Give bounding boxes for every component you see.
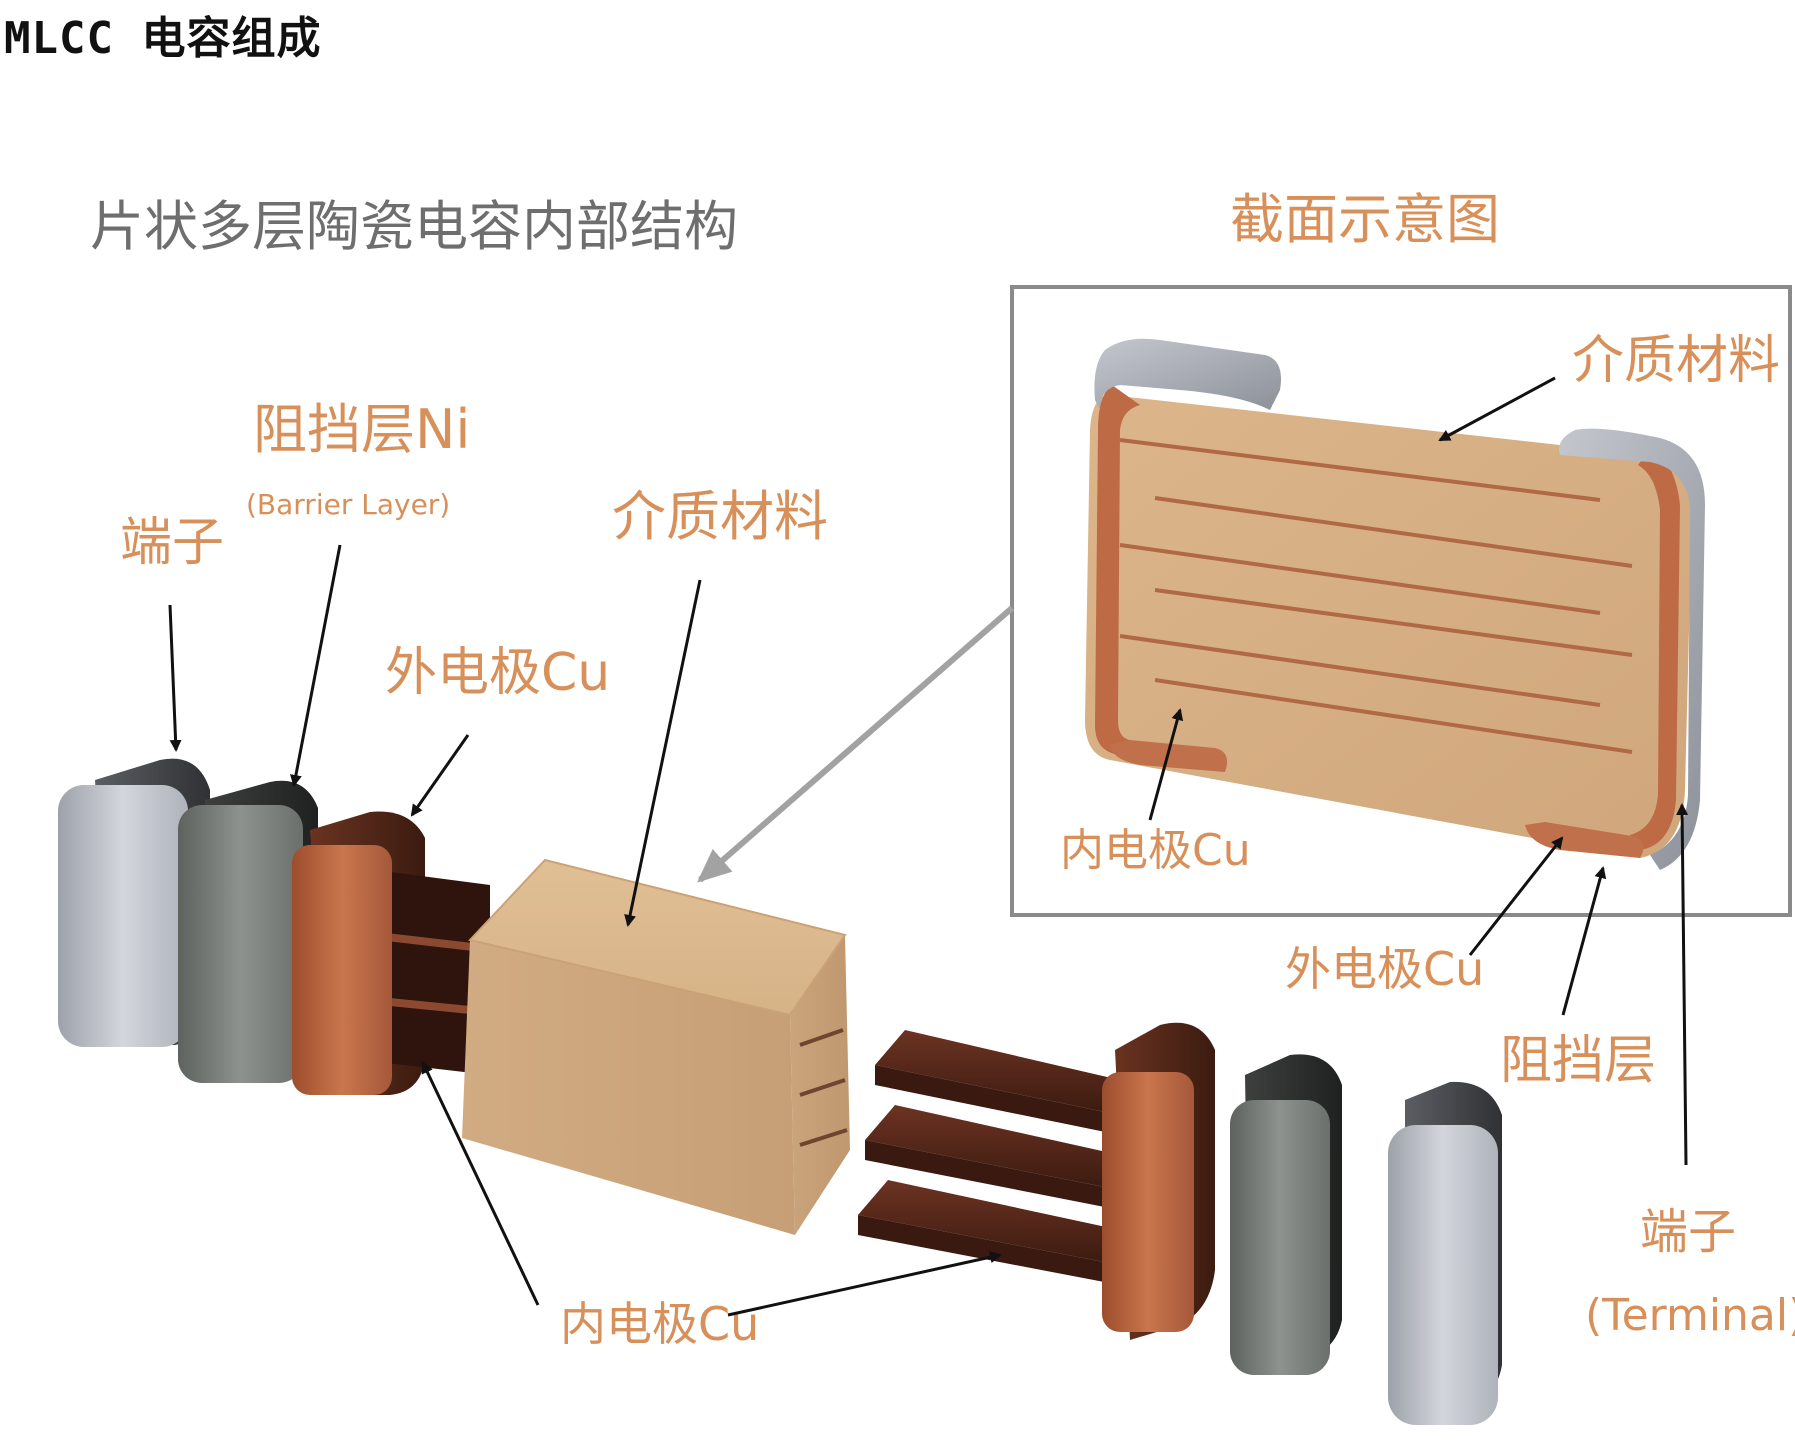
label-barrier-left-en: (Barrier Layer) [246, 488, 450, 521]
arrow-terminal-right [1676, 803, 1689, 1166]
label-inset-dielectric: 介质材料 [1572, 331, 1780, 391]
inset-cross-section [1085, 338, 1705, 870]
arrow-barrier-left [289, 544, 342, 787]
label-inset-barrier: 阻挡层 [1500, 1031, 1656, 1091]
arrow-inset-external [1468, 836, 1564, 956]
label-inset-external: 外电极Cu [1285, 942, 1484, 996]
left-barrier-layer [178, 780, 318, 1083]
right-copper-electrode [1102, 1022, 1215, 1340]
right-internal-plates [858, 1030, 1120, 1285]
arrow-dielectric-main [624, 579, 702, 927]
arrow-internal-bottom-left [421, 1061, 540, 1306]
ceramic-dielectric-block [462, 858, 850, 1235]
main-heading: 片状多层陶瓷电容内部结构 [90, 195, 738, 258]
label-dielectric-main: 介质材料 [612, 485, 828, 548]
arrow-external-left [410, 734, 470, 817]
label-barrier-left-cn: 阻挡层Ni [253, 398, 470, 461]
inset-pointer-arrow [696, 605, 1014, 883]
pointer-arrows [168, 376, 1689, 1317]
right-barrier-layer [1230, 1054, 1342, 1375]
arrow-inset-dielectric [1438, 376, 1556, 442]
right-terminal [1388, 1081, 1502, 1425]
label-internal-bottom: 内电极Cu [560, 1297, 759, 1351]
label-terminal-left: 端子 [120, 513, 224, 573]
label-terminal-right-cn: 端子 [1640, 1204, 1736, 1260]
inset-heading: 截面示意图 [1230, 188, 1500, 251]
arrow-inset-internal [1148, 708, 1184, 821]
label-inset-internal: 内电极Cu [1060, 825, 1251, 876]
label-external-left: 外电极Cu [385, 643, 610, 703]
left-copper-electrode [292, 811, 490, 1095]
page-title: MLCC 电容组成 [4, 13, 322, 64]
arrow-internal-bottom-right [727, 1251, 1002, 1317]
arrow-terminal-left [168, 604, 182, 752]
arrow-inset-barrier [1561, 866, 1607, 1016]
label-terminal-right-en: (Terminal) [1585, 1290, 1795, 1341]
